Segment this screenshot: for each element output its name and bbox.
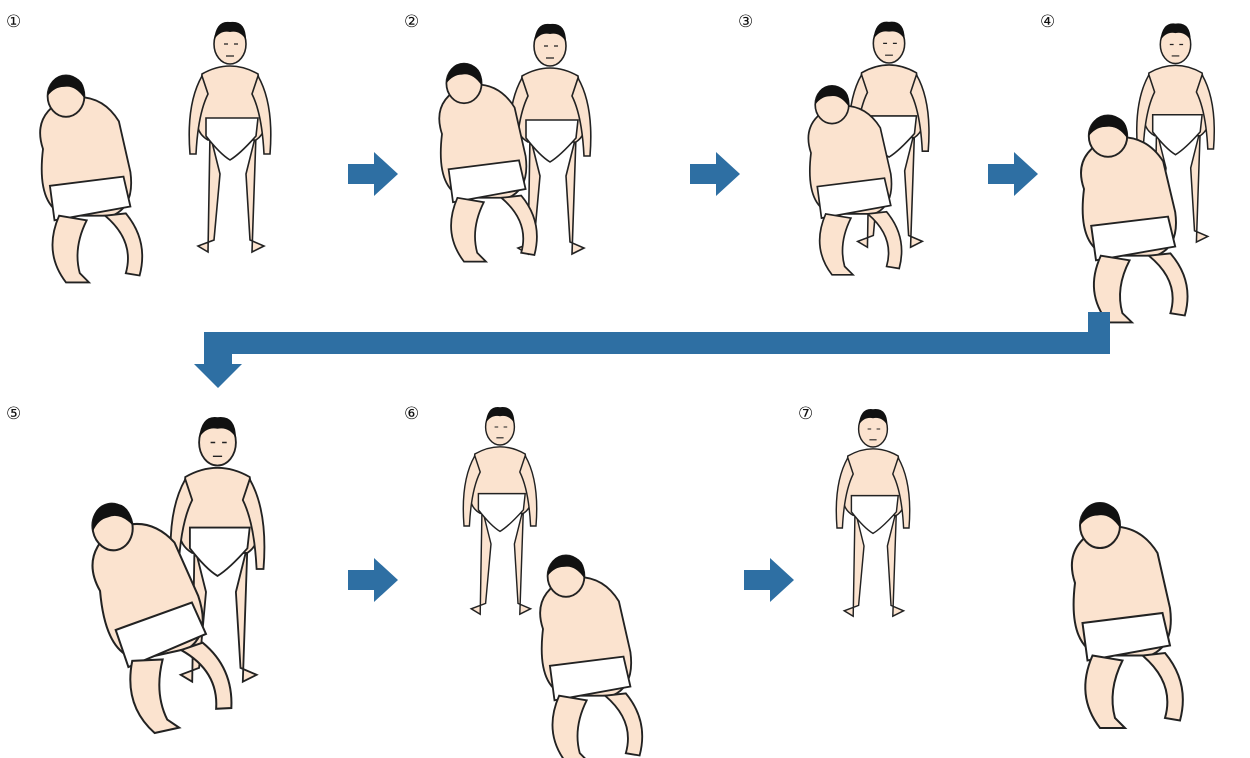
step-4-figures — [1081, 23, 1214, 322]
step-3-figures — [808, 22, 929, 275]
step-2-figures — [439, 24, 591, 262]
right-arrow-icon — [690, 152, 740, 196]
step-5-figures — [80, 417, 264, 739]
right-arrow-icon — [988, 152, 1038, 196]
elbow-down-arrow-icon — [194, 312, 1110, 388]
step-1-figures — [40, 22, 271, 283]
right-arrow-icon — [348, 152, 398, 196]
right-arrow-icon — [744, 558, 794, 602]
step-6-figures — [463, 407, 642, 758]
right-arrow-icon — [348, 558, 398, 602]
step-7-figures — [836, 409, 1183, 728]
